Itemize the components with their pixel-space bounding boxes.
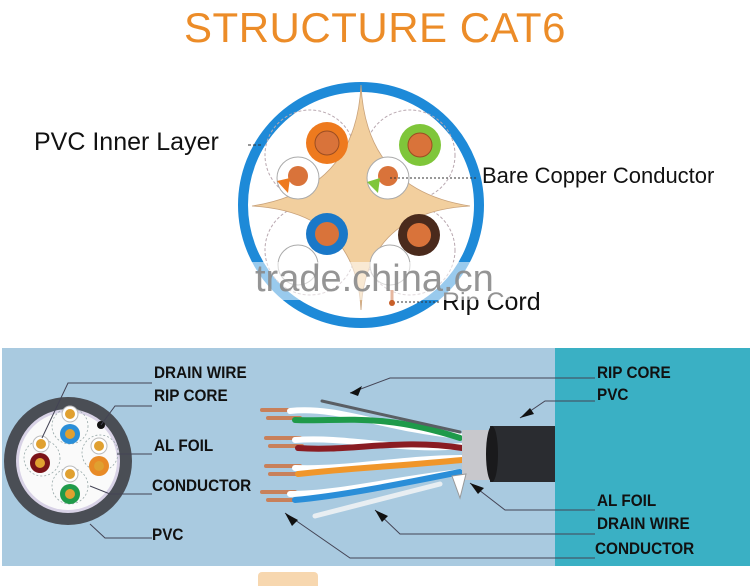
label-right-conductor: CONDUCTOR <box>595 539 695 558</box>
label-right-rip-core: RIP CORE <box>597 363 671 382</box>
label-left-rip-core: RIP CORE <box>154 386 228 405</box>
label-right-pvc: PVC <box>597 385 629 404</box>
lower-panel-right-bg <box>555 348 750 566</box>
label-bare-copper-conductor: Bare Copper Conductor <box>482 163 715 188</box>
watermark-band <box>210 262 510 300</box>
watermark: trade.china.cn <box>255 258 494 300</box>
pair-orange <box>276 122 348 200</box>
pvc-jacket <box>490 426 555 482</box>
label-right-drain-wire: DRAIN WIRE <box>597 514 690 533</box>
label-left-conductor: CONDUCTOR <box>152 476 252 495</box>
label-right-al-foil: AL FOIL <box>597 491 657 510</box>
label-left-pvc: PVC <box>152 525 184 544</box>
cross-section-graphic <box>238 82 484 328</box>
shielded-cable-graphic <box>4 377 595 559</box>
label-left-al-foil: AL FOIL <box>154 436 214 455</box>
twisted-pairs <box>260 399 465 519</box>
page-title: STRUCTURE CAT6 <box>184 4 566 51</box>
cat6-cross-section: PVC Inner Layer Bare Copper Conductor Ri… <box>0 60 750 340</box>
pair-green <box>366 124 441 200</box>
label-pvc-inner-layer: PVC Inner Layer <box>34 128 219 156</box>
label-left-drain-wire: DRAIN WIRE <box>154 363 247 382</box>
arrowheads <box>285 386 534 526</box>
shielded-cable-diagram: DRAIN WIRE RIP CORE AL FOIL CONDUCTOR PV… <box>0 348 750 566</box>
next-section-title-fragment <box>258 572 318 586</box>
cable-cross-section <box>4 397 132 525</box>
